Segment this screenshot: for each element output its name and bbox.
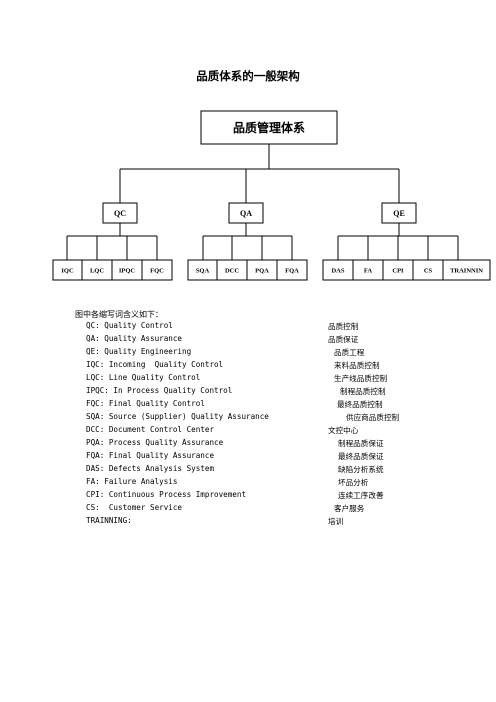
das-label: DAS — [331, 268, 344, 275]
lqc-label: LQC — [90, 268, 104, 275]
fqc-label: FQC — [150, 268, 164, 275]
cpi-label: CPI — [392, 268, 404, 275]
legend-row: DAS: Defects Analysis System 缺陷分析系统 — [0, 464, 496, 475]
fqc-box — [141, 259, 173, 281]
legend-cn: 品质保证 — [328, 335, 359, 344]
cs-label: CS — [424, 268, 433, 275]
legend-row: DCC: Document Control Center 文控中心 — [0, 425, 496, 436]
legend-abbr: FA: Failure Analysis — [86, 477, 178, 486]
legend-row: FQA: Final Quality Assurance 最终品质保证 — [0, 451, 496, 462]
legend-row: QA: Quality Assurance 品质保证 — [0, 334, 496, 345]
root-label: 品质管理体系 — [233, 120, 305, 135]
legend-abbr: QC: Quality Control — [86, 321, 173, 330]
legend-row: FQC: Final Quality Control 最终品质控制 — [0, 399, 496, 410]
legend-cn: 客户服务 — [334, 504, 365, 513]
legend-heading: 图中各缩写词含义如下： — [75, 310, 163, 319]
iqc-label: IQC — [61, 268, 74, 275]
legend-cn: 制程品质保证 — [338, 439, 384, 448]
legend-row: IPQC: In Process Quality Control 制程品质控制 — [0, 386, 496, 397]
dcc-label: DCC — [225, 268, 239, 275]
sqa-label: SQA — [196, 268, 210, 275]
legend-cn: 品质工程 — [334, 348, 365, 357]
legend-cn: 缺陷分析系统 — [338, 465, 384, 474]
legend-abbr: DAS: Defects Analysis System — [86, 464, 215, 473]
legend-cn: 最终品质保证 — [338, 452, 384, 461]
legend-cn: 品质控制 — [328, 322, 359, 331]
legend-row: TRAINNING: 培训 — [0, 516, 496, 527]
legend-row: LQC: Line Quality Control 生产线品质控制 — [0, 373, 496, 384]
legend-row: IQC: Incoming Quality Control 来料品质控制 — [0, 360, 496, 371]
trainnin-label: TRAINNIN — [450, 268, 483, 275]
root-box — [200, 110, 338, 145]
legend-cn: 生产线品质控制 — [334, 374, 388, 383]
legend-row: QC: Quality Control 品质控制 — [0, 321, 496, 332]
legend-cn: 制程品质控制 — [340, 387, 386, 396]
qe-label: QE — [393, 209, 405, 218]
legend-abbr: SQA: Source (Supplier) Quality Assurance — [86, 412, 269, 421]
legend-row: FA: Failure Analysis 坏品分析 — [0, 477, 496, 488]
ipqc-label: IPQC — [119, 268, 136, 275]
pqa-label: PQA — [255, 268, 269, 275]
legend-abbr: CPI: Continuous Process Improvement — [86, 490, 247, 499]
legend-abbr: IQC: Incoming Quality Control — [86, 360, 224, 369]
legend-row: CS: Customer Service 客户服务 — [0, 503, 496, 514]
trainnin-box — [442, 259, 491, 281]
legend-cn: 坏品分析 — [338, 478, 369, 487]
fqa-label: FQA — [285, 268, 299, 275]
legend-abbr: QA: Quality Assurance — [86, 334, 183, 343]
fqa-box — [276, 259, 308, 281]
legend-abbr: FQA: Final Quality Assurance — [86, 451, 215, 460]
legend-cn: 供应商品质控制 — [346, 413, 400, 422]
legend-row: QE: Quality Engineering 品质工程 — [0, 347, 496, 358]
legend-cn: 最终品质控制 — [337, 400, 383, 409]
page-title: 品质体系的一般架构 — [196, 69, 300, 83]
legend-abbr: QE: Quality Engineering — [86, 347, 192, 356]
legend-cn: 文控中心 — [328, 426, 359, 435]
org-chart: 品质管理体系 QC QA QE IQC LQC IPQC FQC SQA DCC… — [52, 110, 491, 281]
legend-abbr: FQC: Final Quality Control — [86, 399, 205, 408]
fa-label: FA — [364, 268, 372, 275]
legend-abbr: PQA: Process Quality Assurance — [86, 438, 224, 447]
legend-abbr: IPQC: In Process Quality Control — [86, 386, 233, 395]
legend-row: CPI: Continuous Process Improvement 连续工序… — [0, 490, 496, 501]
legend-abbr: DCC: Document Control Center — [86, 425, 215, 434]
qc-label: QC — [114, 209, 126, 218]
legend-row: SQA: Source (Supplier) Quality Assurance… — [0, 412, 496, 423]
legend-abbr: TRAINNING: — [86, 516, 132, 525]
legend-abbr: LQC: Line Quality Control — [86, 373, 201, 382]
legend-cn: 培训 — [328, 517, 344, 526]
legend-row: PQA: Process Quality Assurance 制程品质保证 — [0, 438, 496, 449]
legend-cn: 连续工序改善 — [338, 491, 384, 500]
legend-cn: 来料品质控制 — [334, 361, 380, 370]
qa-label: QA — [240, 209, 252, 218]
legend-abbr: CS: Customer Service — [86, 503, 183, 512]
